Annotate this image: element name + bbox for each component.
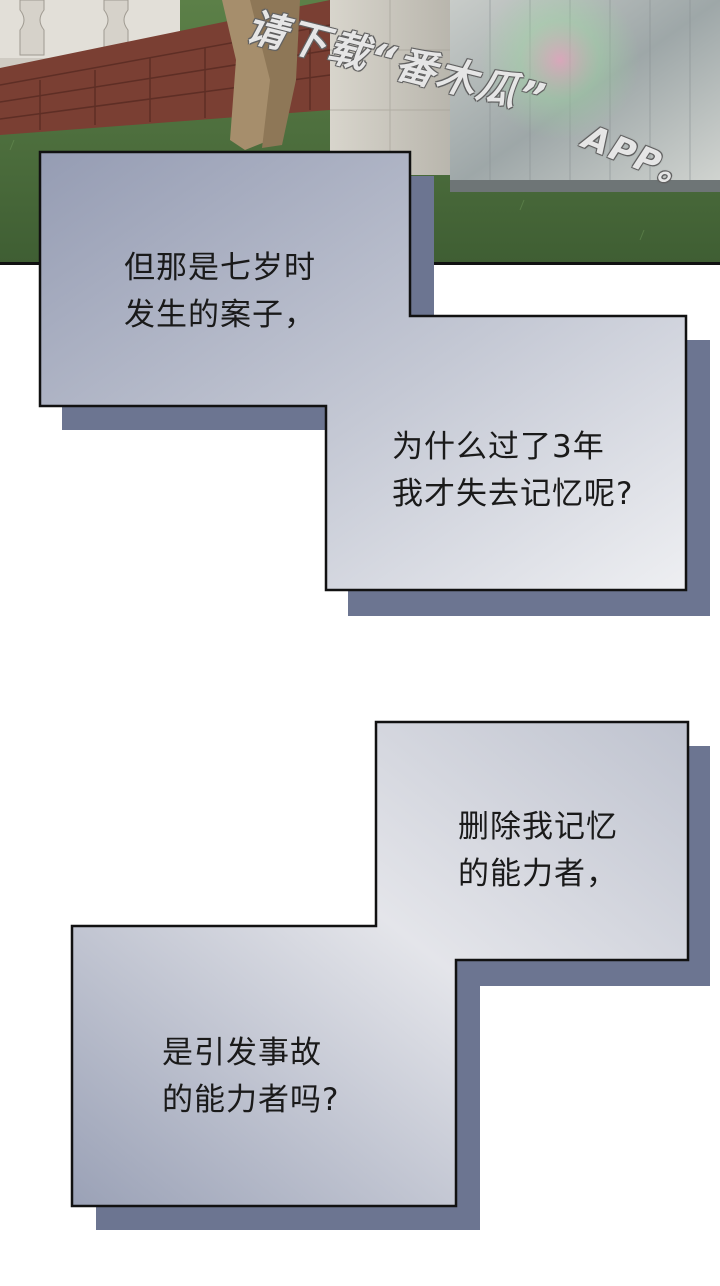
caption-line: 的能力者， xyxy=(458,856,618,892)
scene-panel: 请下载“番木瓜” APP。 xyxy=(0,0,720,264)
caption-line: 的能力者吗? xyxy=(162,1082,340,1118)
caption-line: 我才失去记忆呢? xyxy=(392,476,634,512)
panel-divider xyxy=(0,262,720,265)
caption-line: 是引发事故 xyxy=(162,1035,322,1071)
caption-text-4: 是引发事故 的能力者吗? xyxy=(162,1030,339,1124)
caption-line: 为什么过了3年 xyxy=(392,429,605,465)
caption-box-lower xyxy=(72,722,688,1206)
caption-text-2: 为什么过了3年 我才失去记忆呢? xyxy=(392,424,633,518)
caption-line: 删除我记忆 xyxy=(458,809,618,845)
caption-shadow-lower xyxy=(96,746,710,1230)
caption-text-3: 删除我记忆 的能力者， xyxy=(458,804,618,898)
caption-line: 发生的案子， xyxy=(124,297,316,333)
